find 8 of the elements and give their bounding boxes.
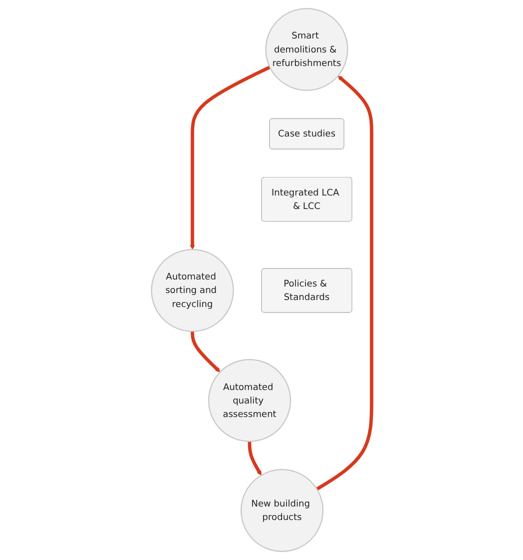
node-circle: Automated quality assessment [208,359,291,442]
node-circle: New building products [240,469,324,552]
arrow [190,331,220,372]
arrow [190,66,271,250]
node-circle: Automated sorting and recycling [150,248,234,332]
arrow [248,441,262,476]
arrow [316,76,374,491]
node-circle: Smart demolitions & refurbishments [265,8,348,91]
